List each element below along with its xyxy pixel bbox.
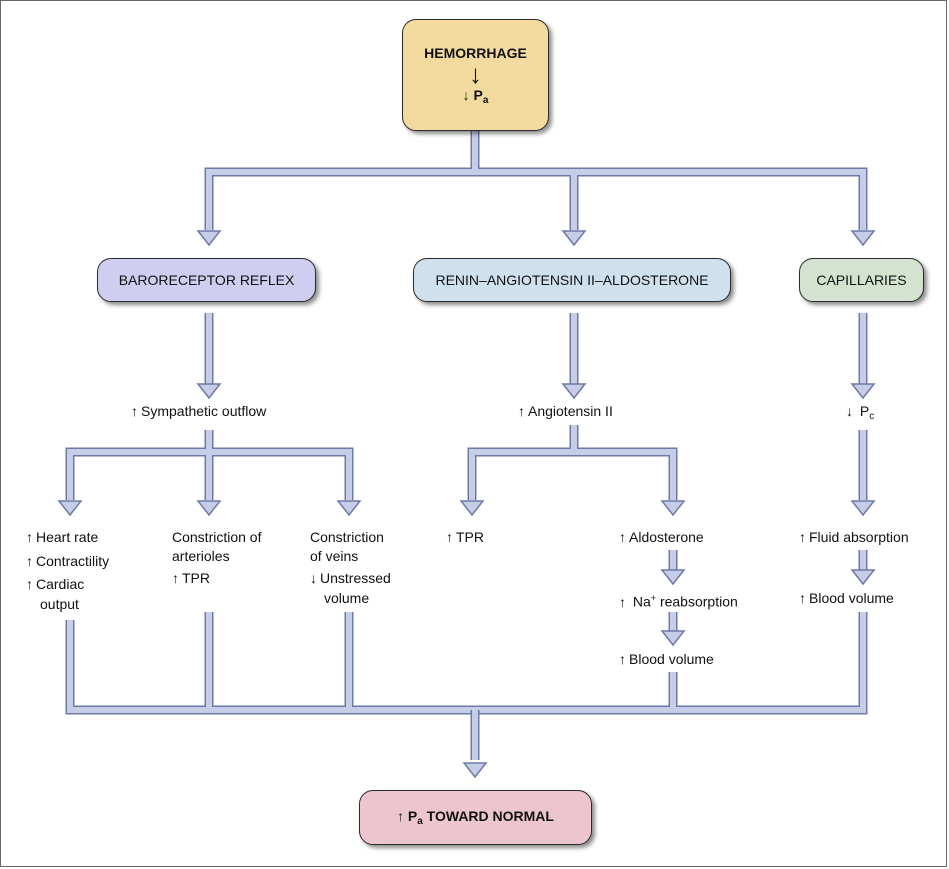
unstressed-volume-label-2: volume <box>324 590 370 606</box>
arrow-down-icon: ↓ <box>469 58 482 89</box>
converge-bar <box>65 612 868 715</box>
top-split-connector <box>204 131 868 230</box>
converge-bar <box>67 612 866 713</box>
arrowhead-3 <box>850 230 876 247</box>
constriction-arterioles-label-2: arterioles <box>172 548 230 564</box>
arrowhead-2 <box>561 230 587 247</box>
arrowhead-16 <box>462 762 488 779</box>
arrowhead-1 <box>196 230 222 247</box>
raas-box: RENIN–ANGIOTENSIN II–ALDOSTERONE <box>413 258 731 302</box>
arrowhead-9 <box>459 500 485 517</box>
cardiac-output-label-2: output <box>40 596 79 612</box>
cardiac-output-label-1: Cardiac <box>26 574 84 594</box>
unstressed-volume-label-1: Unstressed <box>310 568 391 588</box>
arrowhead-6 <box>196 500 222 517</box>
constriction-veins-label-1: Constriction <box>310 529 384 545</box>
cap-blood-volume-label: Blood volume <box>799 588 894 608</box>
hemorrhage-label: HEMORRHAGE <box>424 44 527 61</box>
raas-tpr-label: TPR <box>446 527 484 547</box>
pa-toward-normal-box: ↑ Pa TOWARD NORMAL <box>359 790 592 845</box>
arrowhead-7 <box>336 500 362 517</box>
raas-label: RENIN–ANGIOTENSIN II–ALDOSTERONE <box>435 272 709 288</box>
hemorrhage-box: HEMORRHAGE ↓ ↓ Pa <box>402 19 549 131</box>
baro-tpr-label: TPR <box>172 568 210 588</box>
pa-decrease-label: ↓ Pa <box>462 86 489 106</box>
arrowhead-8 <box>561 383 587 400</box>
arrowhead-14 <box>850 500 876 517</box>
constriction-arterioles-label-1: Constriction of <box>172 529 262 545</box>
angiotensin-split <box>469 425 676 500</box>
arrowhead-5 <box>57 500 83 517</box>
baroreceptor-reflex-label: BARORECEPTOR REFLEX <box>118 272 295 288</box>
angiotensin-ii-label: Angiotensin II <box>518 401 613 421</box>
arrowhead-4 <box>196 383 222 400</box>
contractility-label: Contractility <box>26 551 109 571</box>
top-split-connector <box>206 131 866 230</box>
arrowhead-13 <box>850 383 876 400</box>
down-arrow-icon: ↓ <box>462 86 470 103</box>
raas-blood-volume-label: Blood volume <box>619 649 714 669</box>
arrowhead-15 <box>850 569 876 586</box>
pc-decrease-label: Pc <box>846 401 874 427</box>
baroreceptor-reflex-box: BARORECEPTOR REFLEX <box>97 258 316 302</box>
constriction-veins-label-2: of veins <box>310 548 359 564</box>
pa-toward-normal-label: ↑ Pa TOWARD NORMAL <box>397 808 554 827</box>
sympathetic-outflow-label: Sympathetic outflow <box>131 401 266 421</box>
capillaries-box: CAPILLARIES <box>799 258 924 302</box>
arrowhead-10 <box>660 500 686 517</box>
na-reabsorption-label: Na+ reabsorption <box>619 588 738 612</box>
fluid-absorption-label: Fluid absorption <box>799 527 909 547</box>
aldosterone-label: Aldosterone <box>619 527 704 547</box>
sympathetic-split <box>67 430 352 500</box>
heart-rate-label: Heart rate <box>26 527 98 547</box>
capillaries-label: CAPILLARIES <box>816 272 907 288</box>
arrowhead-12 <box>660 630 686 647</box>
arrowhead-11 <box>660 569 686 586</box>
up-arrow-icon: ↑ <box>397 808 404 824</box>
